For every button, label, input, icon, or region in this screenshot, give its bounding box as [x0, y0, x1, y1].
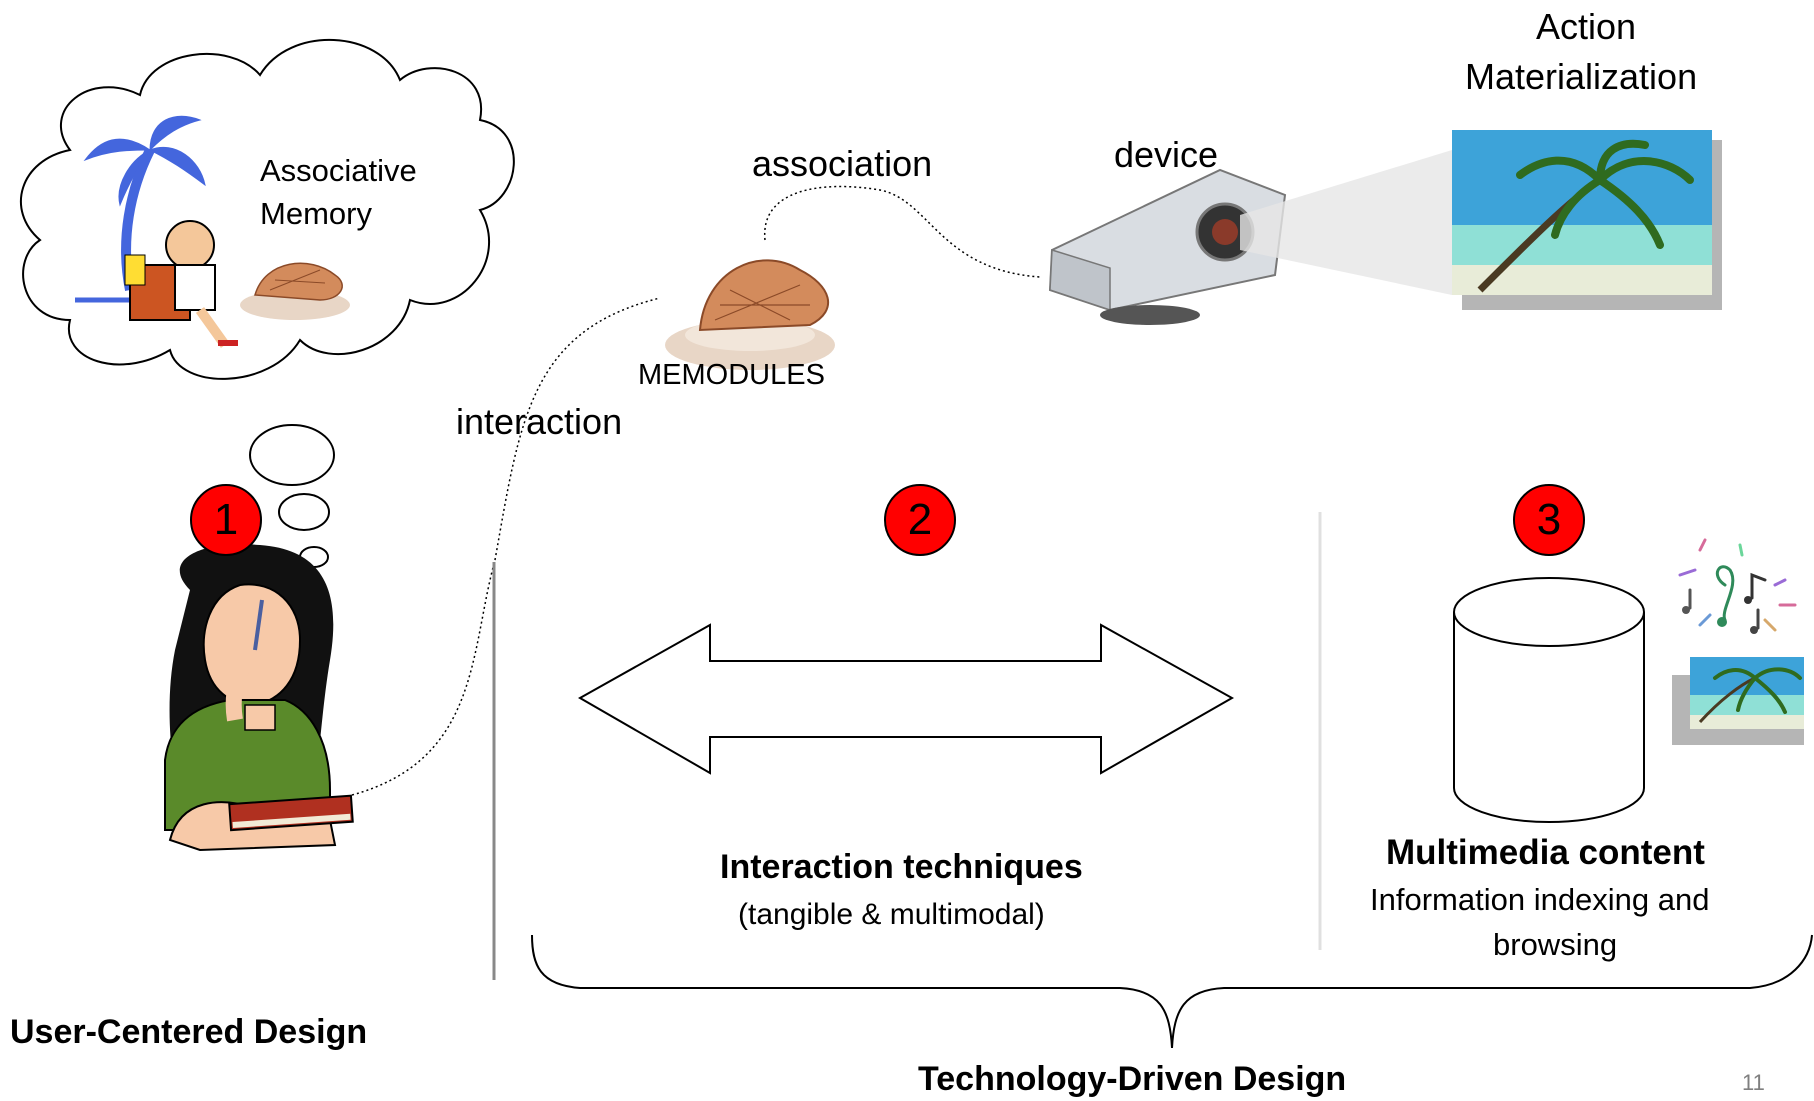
thought-label-line1: Associative — [260, 153, 417, 188]
association-connector — [764, 185, 1041, 278]
database-cylinder-icon — [1453, 577, 1645, 823]
action-label-line1: Action — [1536, 6, 1637, 47]
interaction-techniques-title: Interaction techniques — [720, 848, 1083, 886]
interaction-label: interaction — [456, 401, 623, 442]
technology-curly-brace — [531, 934, 1813, 1049]
multimedia-desc-line2: browsing — [1493, 927, 1618, 962]
step-badge-3: 3 — [1513, 484, 1585, 556]
shell-small-icon — [240, 262, 350, 320]
memodules-label: MEMODULES — [638, 359, 825, 391]
technology-driven-design-label: Technology-Driven Design — [918, 1060, 1347, 1098]
step-badge-1: 1 — [190, 484, 262, 556]
music-notes-icon — [1678, 538, 1797, 634]
thought-label-line2: Memory — [260, 196, 372, 231]
device-label: device — [1114, 134, 1219, 175]
woman-thinking-illustration — [164, 544, 354, 852]
projector-icon — [1048, 150, 1452, 325]
beach-image-projection — [1452, 130, 1722, 310]
thought-bubble-large — [249, 424, 335, 486]
action-label-line2: Materialization — [1465, 56, 1698, 97]
double-arrow — [577, 623, 1235, 775]
page-number: 11 — [1742, 1070, 1765, 1095]
multimedia-title: Multimedia content — [1386, 833, 1705, 872]
interaction-connector — [351, 297, 661, 796]
memodule-shell-icon — [665, 259, 835, 370]
interaction-techniques-subtitle: (tangible & multimodal) — [738, 898, 1045, 931]
beach-image-thumbnail — [1672, 657, 1804, 745]
cartoon-man-icon — [124, 220, 238, 348]
user-centered-design-label: User-Centered Design — [10, 1013, 368, 1051]
step-badge-2: 2 — [884, 484, 956, 556]
thought-bubble-medium — [278, 493, 330, 531]
multimedia-desc-line1: Information indexing and — [1370, 882, 1710, 917]
association-label: association — [752, 143, 933, 184]
